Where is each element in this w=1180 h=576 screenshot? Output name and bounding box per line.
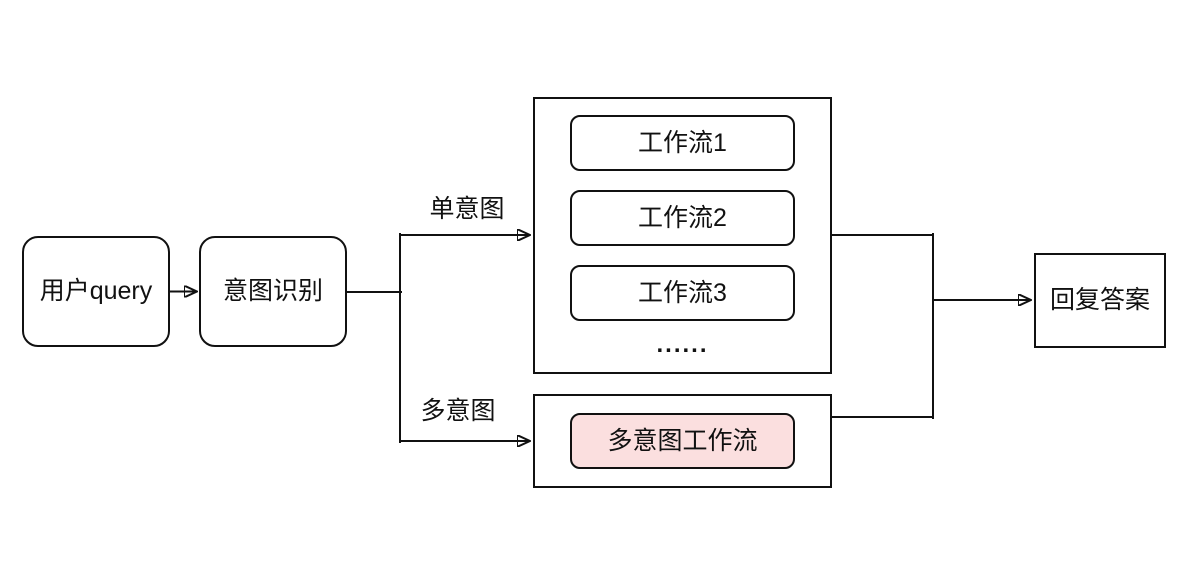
node-multi-intent-workflow: 多意图工作流 — [570, 413, 795, 469]
node-workflow-2: 工作流2 — [570, 190, 795, 246]
edge-label-multi-intent: 多意图 — [420, 397, 496, 425]
node-workflow-2-label: 工作流2 — [638, 203, 727, 232]
node-reply-answer: 回复答案 — [1034, 253, 1166, 348]
node-intent-recognition: 意图识别 — [199, 236, 347, 347]
workflows-ellipsis: ...... — [656, 331, 709, 358]
node-reply-answer-label: 回复答案 — [1049, 286, 1150, 314]
edge-label-single-intent: 单意图 — [429, 195, 505, 223]
node-workflow-1-label: 工作流1 — [638, 128, 727, 157]
node-user-query: 用户query — [22, 236, 170, 347]
node-intent-recognition-label: 意图识别 — [222, 277, 323, 305]
node-workflow-3: 工作流3 — [570, 265, 795, 321]
node-workflow-1: 工作流1 — [570, 115, 795, 171]
node-user-query-label: 用户query — [39, 277, 153, 305]
node-workflow-3-label: 工作流3 — [638, 278, 727, 307]
node-multi-intent-workflow-label: 多意图工作流 — [607, 426, 758, 455]
